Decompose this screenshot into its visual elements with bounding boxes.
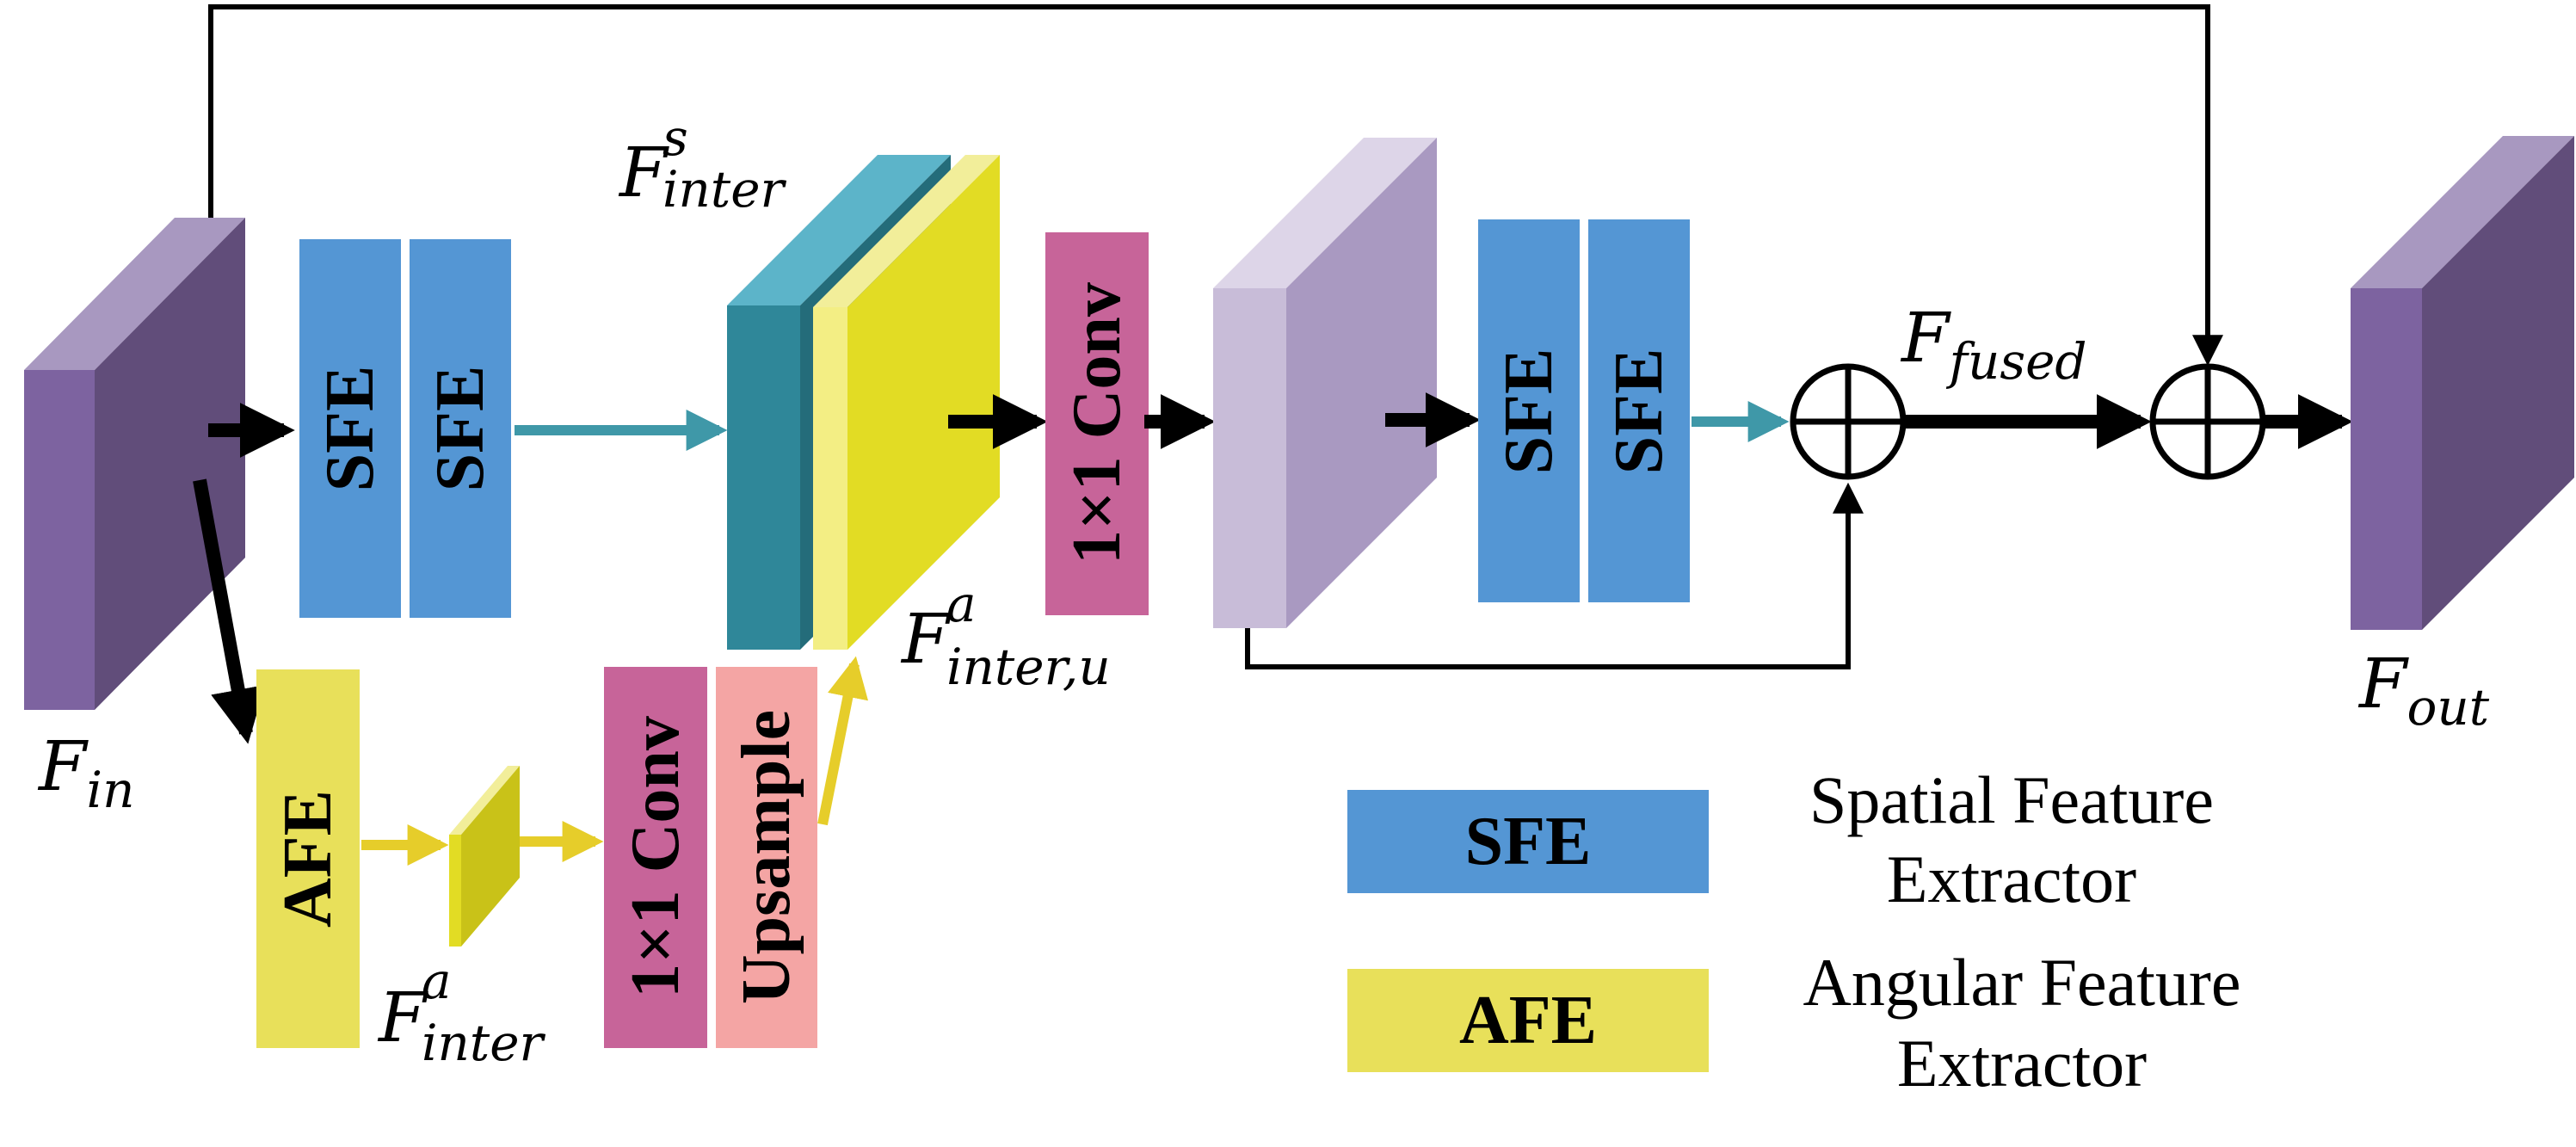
sfe-label-2a: SFE	[1491, 348, 1567, 475]
upsample-label: Upsample	[729, 710, 804, 1004]
legend-afe-line1: Angular Feature	[1803, 945, 2241, 1020]
feature-map-f-inter-au	[813, 155, 1000, 650]
legend-sfe-line1: Spatial Feature	[1809, 762, 2214, 837]
sfe-block-2b	[1588, 219, 1690, 602]
label-f-inter-au-sub: inter,u	[946, 638, 1111, 696]
sfe-block-1b	[410, 239, 511, 618]
sfe-block-1a	[299, 239, 401, 618]
adder-1	[1790, 363, 1907, 480]
arrow-upsample-to-concat	[817, 656, 869, 826]
conv-label-bottom: 1×1 Conv	[618, 716, 693, 998]
arrow-fin-to-afe	[193, 478, 266, 744]
skip-connection-line	[208, 4, 2223, 367]
sfe-label-2b: SFE	[1601, 348, 1677, 475]
legend-sfe-line2: Extractor	[1887, 842, 2136, 916]
legend: SFE Spatial Feature Extractor AFE Angula…	[1347, 762, 2240, 1101]
feature-map-f-out	[2351, 136, 2574, 630]
label-f-fused: Ffused	[1900, 298, 2087, 391]
conv-block-bottom	[604, 667, 707, 1048]
adder-2	[2149, 363, 2266, 480]
label-f-inter-s-sub: inter	[662, 160, 787, 219]
feature-map-fused-input	[1213, 138, 1437, 628]
upsample-block	[716, 667, 817, 1048]
label-f-inter-au: F	[900, 599, 952, 679]
legend-afe-swatch	[1347, 969, 1709, 1072]
residual-connection-line	[1245, 482, 1864, 669]
legend-afe-line2: Extractor	[1897, 1026, 2147, 1101]
label-f-in: Fin	[37, 726, 134, 819]
label-f-inter-au-sup: a	[946, 575, 977, 633]
sfe-label-1b: SFE	[422, 366, 498, 492]
label-f-inter-s-sup: s	[662, 108, 688, 167]
legend-afe-box-label: AFE	[1459, 983, 1597, 1058]
conv-label-top: 1×1 Conv	[1059, 282, 1135, 564]
feature-map-f-inter-a	[449, 766, 520, 947]
label-f-inter-a-sup: a	[422, 952, 452, 1010]
feature-map-f-in	[24, 218, 245, 710]
label-f-out: Fout	[2357, 644, 2490, 737]
legend-sfe-swatch	[1347, 790, 1709, 893]
sfe-block-2a	[1478, 219, 1580, 602]
afe-label: AFE	[270, 790, 346, 928]
label-f-inter-s: F	[618, 133, 669, 213]
label-f-inter-a: F	[377, 977, 428, 1058]
legend-sfe-box-label: SFE	[1465, 804, 1592, 879]
sfe-label-1a: SFE	[312, 366, 388, 492]
afe-block	[256, 669, 360, 1048]
label-f-inter-a-sub: inter	[422, 1014, 546, 1072]
conv-block-top	[1045, 232, 1149, 615]
